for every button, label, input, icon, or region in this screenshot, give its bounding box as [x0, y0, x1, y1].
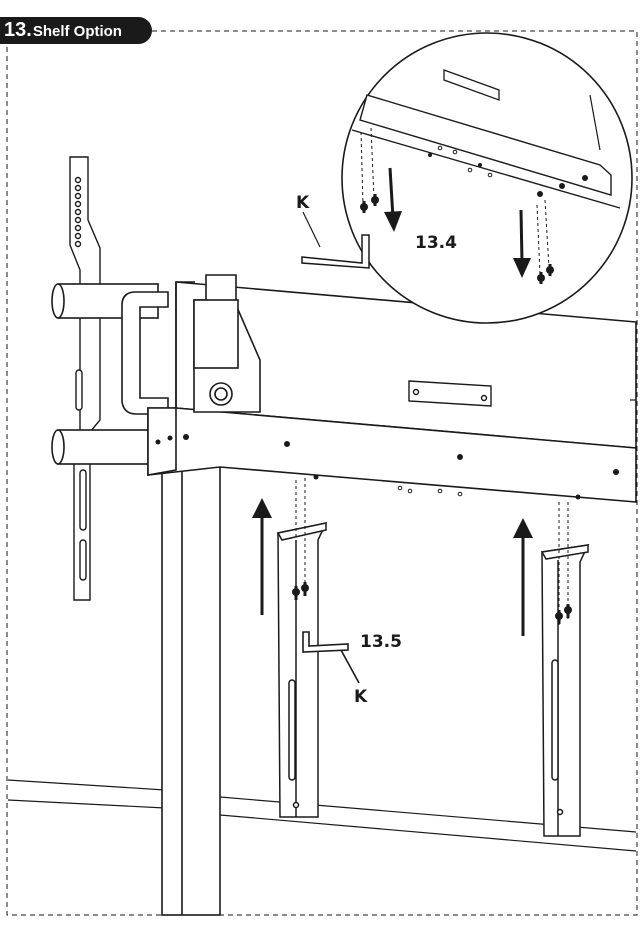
- callout-step-13-5: 13.5: [360, 632, 402, 652]
- step-number: 13.: [4, 19, 32, 41]
- arrow-up-icon: [252, 498, 533, 636]
- callout-tool-k-top: K: [296, 193, 310, 213]
- mounting-beam: [147, 281, 637, 503]
- beam-bottom-holes: [397, 485, 463, 497]
- hook-handle: [121, 291, 169, 415]
- callout-step-13-4: 13.4: [415, 233, 457, 253]
- dashed-frame: [6, 30, 638, 916]
- shelf-bracket-left: [276, 521, 328, 818]
- arrow-down-icon: [384, 167, 531, 278]
- screw-icon: [292, 582, 572, 624]
- wall-bracket-left: [69, 156, 101, 601]
- step-title: Shelf Option: [32, 23, 122, 40]
- step-header-badge: 13. Shelf Option: [0, 17, 152, 44]
- screw-guides-bottom: [295, 478, 569, 625]
- shelf-bracket-right: [540, 544, 590, 837]
- stand-column: [161, 461, 221, 916]
- beam-screws: [155, 434, 619, 500]
- clamp-block: [193, 274, 261, 413]
- allen-key-icon: [302, 631, 360, 684]
- callout-tool-k-bottom: K: [354, 687, 368, 707]
- label-plate: [408, 380, 492, 407]
- floor-lines: [7, 779, 637, 852]
- zoom-detail-circle: [301, 32, 633, 324]
- horizontal-tubes: [51, 283, 159, 465]
